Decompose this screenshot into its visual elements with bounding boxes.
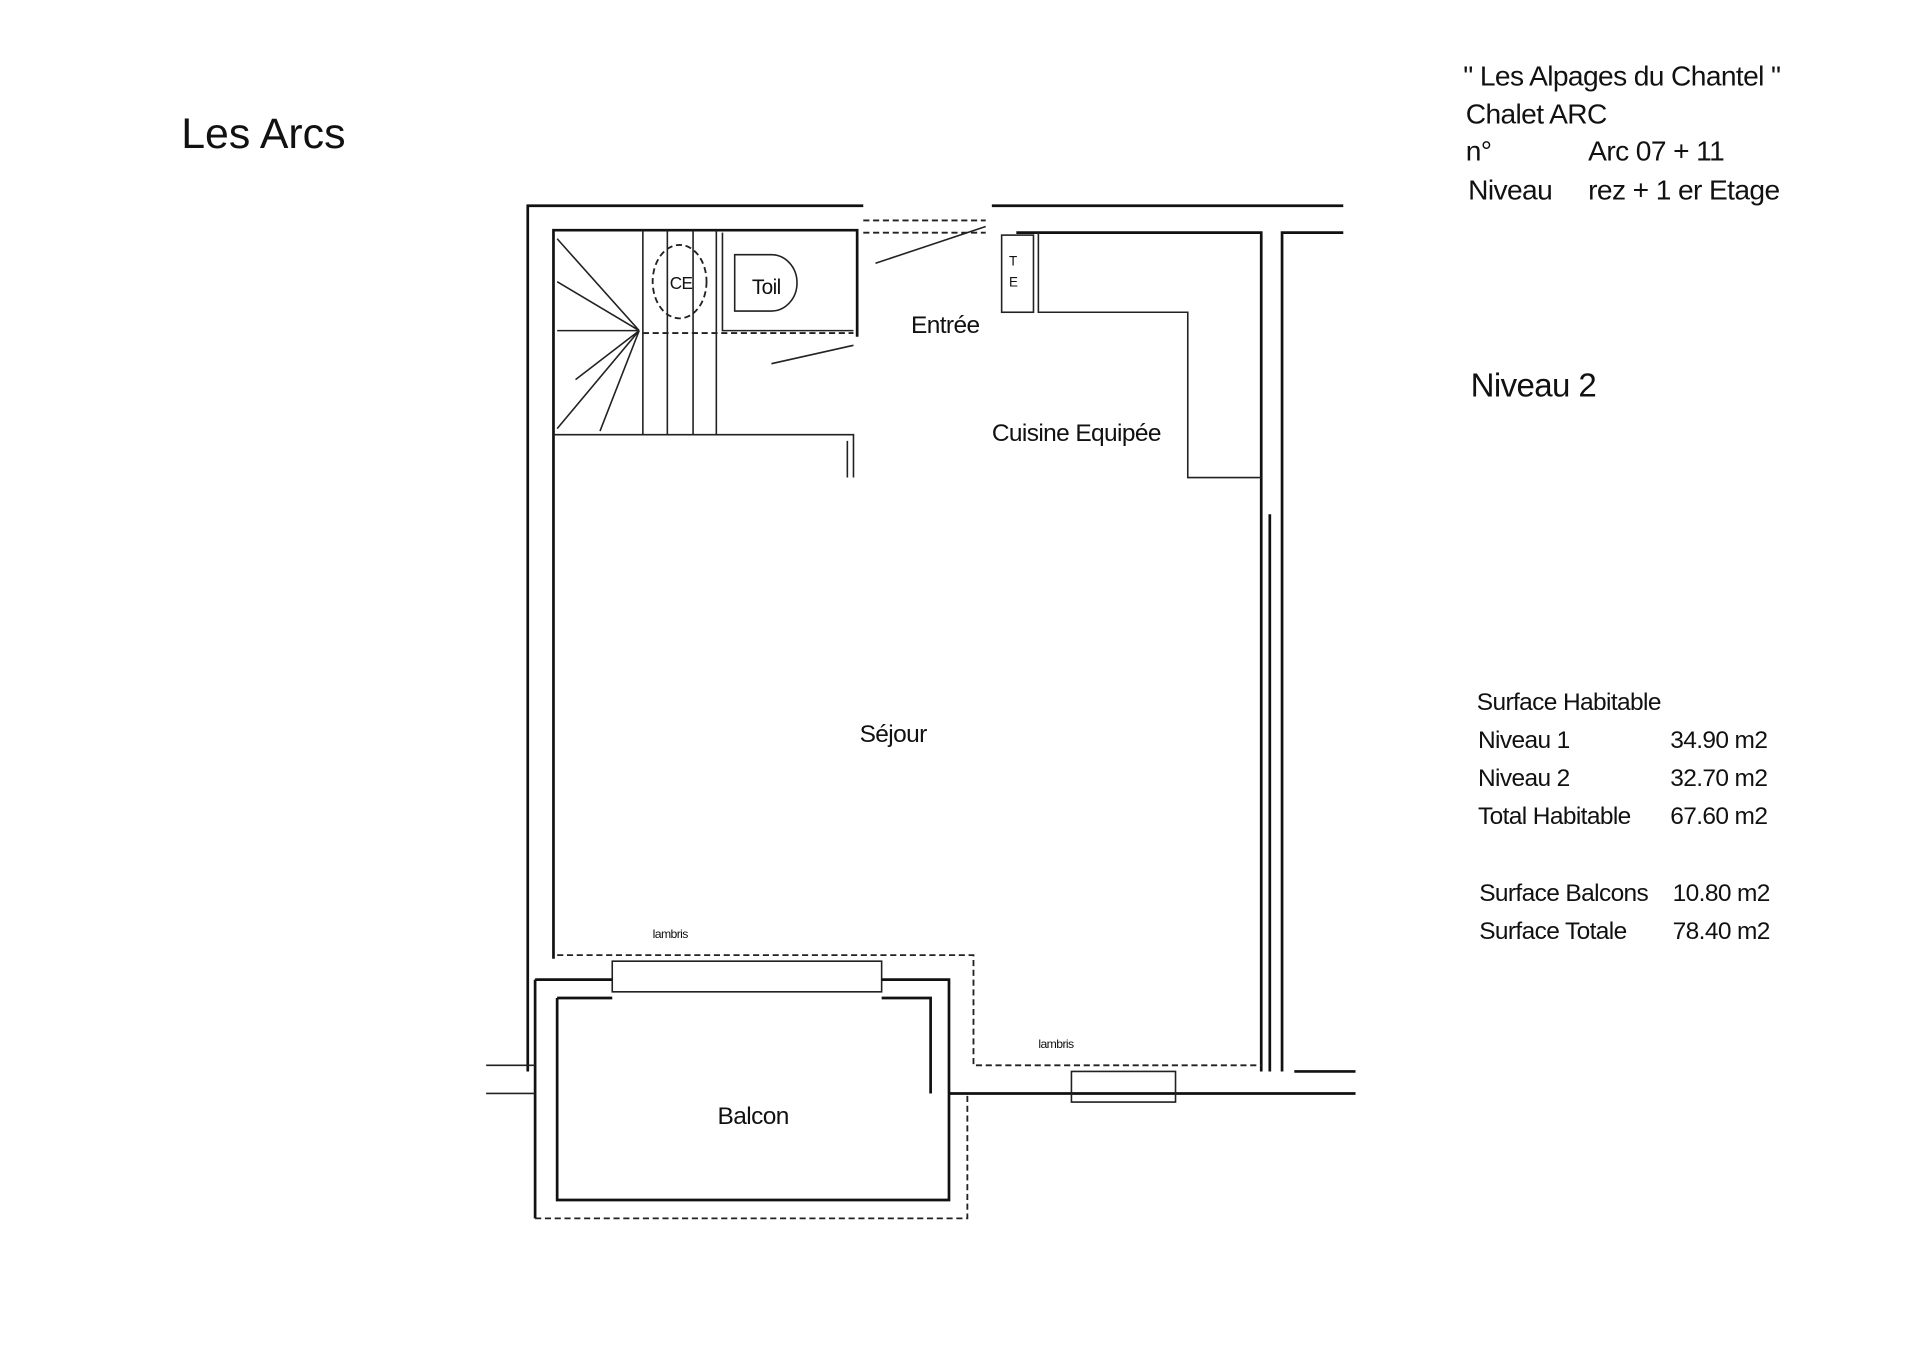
residence-name: " Les Alpages du Chantel "	[1463, 61, 1780, 92]
surface-value: 78.40 m2	[1673, 918, 1770, 945]
surface-label: Surface Balcons	[1479, 880, 1648, 907]
room-entree: Entrée	[911, 312, 979, 339]
surface-value: 32.70 m2	[1670, 765, 1767, 792]
header-block: " Les Alpages du Chantel " Chalet ARC n°…	[1463, 61, 1781, 206]
plan-walls	[486, 204, 1356, 1220]
surface-value: 34.90 m2	[1670, 727, 1767, 754]
surface-value: 10.80 m2	[1673, 880, 1770, 907]
number-label: n°	[1466, 135, 1492, 166]
room-labels: Entrée Cuisine Equipée Séjour Balcon Toi…	[653, 254, 1162, 1130]
te-t-label: T	[1009, 254, 1017, 269]
chalet-name: Chalet ARC	[1466, 99, 1607, 130]
room-cuisine: Cuisine Equipée	[992, 420, 1161, 447]
surface-label: Surface Totale	[1479, 918, 1626, 945]
surface-table: Surface Habitable Niveau 1 34.90 m2 Nive…	[1477, 689, 1771, 945]
level-value: rez + 1 er Etage	[1588, 175, 1779, 206]
surface-heading: Surface Habitable	[1477, 689, 1661, 716]
number-value: Arc 07 + 11	[1588, 135, 1724, 166]
level-label: Niveau	[1468, 175, 1552, 206]
surface-value: 67.60 m2	[1670, 803, 1767, 830]
surface-label: Niveau 2	[1478, 765, 1570, 792]
document-title: Les Arcs	[181, 110, 345, 158]
level-title: Niveau 2	[1471, 368, 1597, 405]
room-balcon: Balcon	[718, 1103, 789, 1130]
te-e-label: E	[1009, 275, 1018, 290]
room-wc: Toil	[752, 276, 781, 299]
lambris-label: lambris	[1038, 1037, 1074, 1051]
surface-label: Niveau 1	[1478, 727, 1570, 754]
surface-label: Total Habitable	[1478, 803, 1631, 830]
room-sejour: Séjour	[860, 721, 928, 748]
ce-label: CE	[670, 273, 693, 293]
lambris-label: lambris	[653, 927, 689, 941]
